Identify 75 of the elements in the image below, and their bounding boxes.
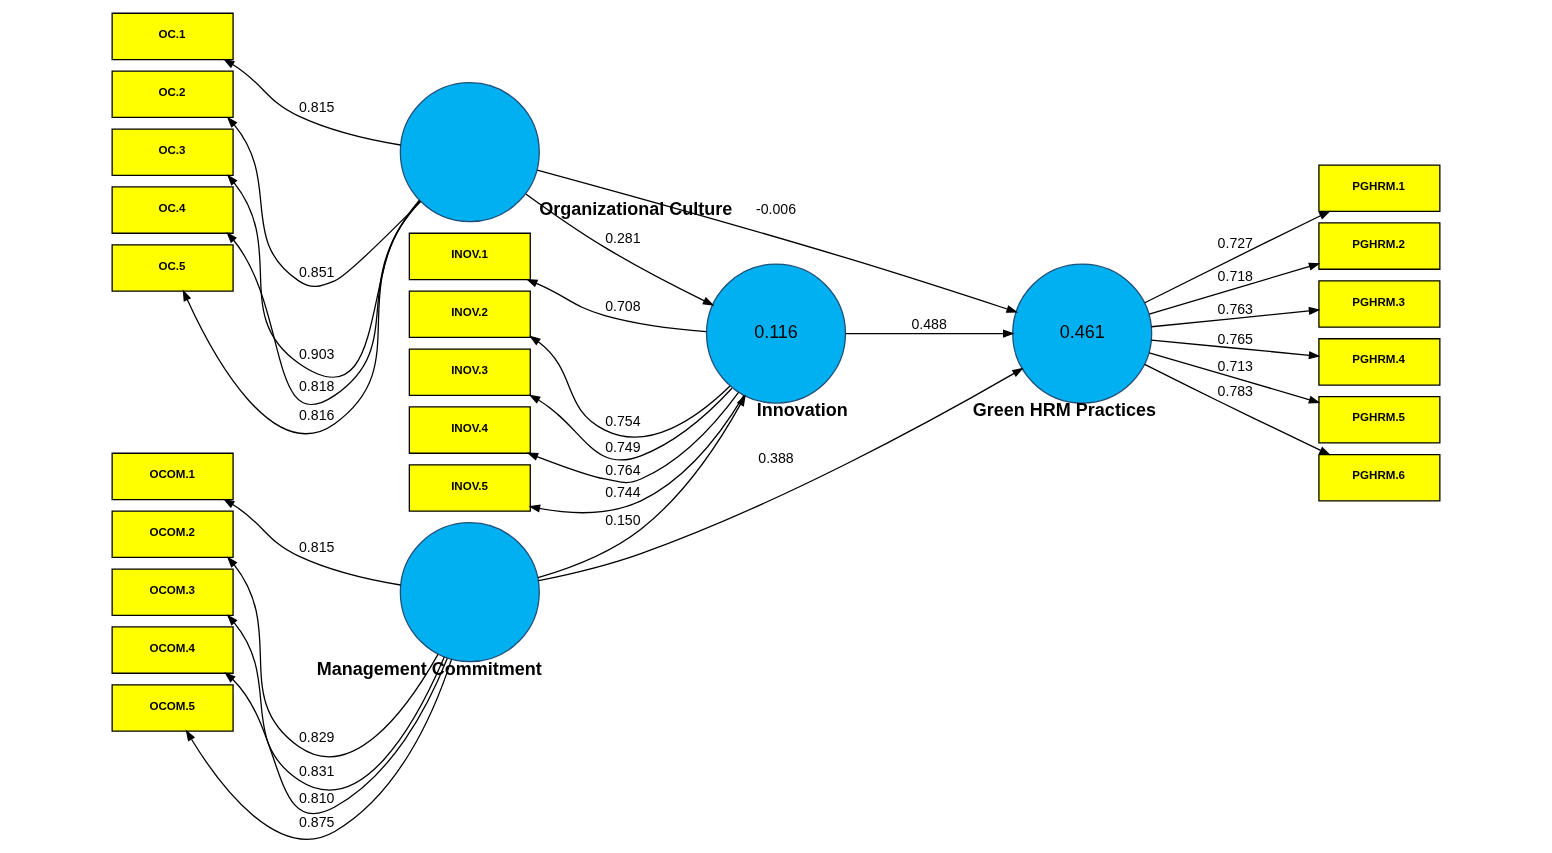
edge-label: 0.810 <box>299 789 335 806</box>
arrow <box>525 278 708 333</box>
node-box: PGHRM.2 <box>1318 222 1441 270</box>
node-box: INOV.3 <box>408 348 531 396</box>
edge-label: 0.713 <box>1217 357 1253 374</box>
node-box: OCOM.2 <box>111 510 234 559</box>
arrow <box>528 394 745 514</box>
edge-label: 0.831 <box>299 762 335 779</box>
arrow <box>226 116 422 288</box>
arrow <box>182 199 420 435</box>
node-box: INOV.1 <box>408 232 531 281</box>
arrow <box>1144 210 1331 304</box>
arrow <box>226 200 421 405</box>
arrow <box>526 391 740 484</box>
edge-label: 0.851 <box>299 263 335 280</box>
edge-label: 0.903 <box>299 346 335 363</box>
node-circle: 0.116 <box>705 263 847 404</box>
arrow <box>226 174 421 378</box>
arrow <box>1144 363 1331 456</box>
edge-label: 0.815 <box>299 99 335 116</box>
arrow <box>538 367 1024 582</box>
edge-label: 0.765 <box>1217 330 1253 347</box>
node-circle <box>399 82 540 223</box>
node-box: OC.2 <box>111 70 234 119</box>
edge-label: 0.281 <box>605 230 641 247</box>
arrow <box>1150 339 1321 360</box>
edge-label: 0.150 <box>605 512 641 529</box>
edge-label: 0.875 <box>299 814 335 831</box>
arrow <box>224 657 448 814</box>
arrow <box>223 498 402 586</box>
node-box: PGHRM.1 <box>1318 164 1441 212</box>
arrow <box>1148 352 1321 404</box>
edge-label: 0.816 <box>299 406 335 423</box>
edge-label: 0.718 <box>1217 267 1253 284</box>
edge-label: 0.488 <box>911 316 947 333</box>
node-box: INOV.4 <box>408 406 531 454</box>
node-box: OC.3 <box>111 128 234 176</box>
edge-label: 0.754 <box>605 412 641 429</box>
node-box: OC.4 <box>111 186 234 234</box>
arrow <box>529 335 731 438</box>
arrow <box>226 556 439 758</box>
arrow <box>537 394 746 579</box>
arrow <box>845 329 1015 338</box>
edge-label: 0.388 <box>758 450 794 467</box>
node-box: INOV.5 <box>408 464 531 512</box>
arrow <box>536 169 1018 313</box>
edge-label: 0.783 <box>1217 383 1253 400</box>
edge-label: 0.763 <box>1217 301 1253 318</box>
edge-label: 0.708 <box>605 298 641 315</box>
node-box: PGHRM.3 <box>1318 280 1441 328</box>
node-box: OC.5 <box>111 244 234 292</box>
arrow <box>185 658 453 840</box>
node-circle <box>399 522 540 663</box>
node-box: OCOM.3 <box>111 568 234 616</box>
edge-label: 0.727 <box>1217 235 1253 252</box>
node-box: OCOM.1 <box>111 452 234 501</box>
edge-label: 0.818 <box>299 378 335 395</box>
node-box: PGHRM.4 <box>1318 338 1441 386</box>
edge-label: 0.744 <box>605 483 641 500</box>
arrow <box>1148 262 1321 315</box>
arrow <box>226 614 446 791</box>
arrow <box>1150 306 1321 328</box>
node-box: OCOM.5 <box>111 684 234 732</box>
node-box: PGHRM.5 <box>1318 396 1441 444</box>
node-box: OCOM.4 <box>111 626 234 674</box>
edge-label: -0.006 <box>755 200 797 217</box>
edge-label: 0.749 <box>605 438 641 455</box>
arrow <box>528 387 733 461</box>
node-box: INOV.2 <box>408 290 531 339</box>
edge-label: 0.764 <box>605 461 641 478</box>
arrow <box>223 58 402 146</box>
edge-label: 0.815 <box>299 539 335 556</box>
node-box: PGHRM.6 <box>1318 453 1441 502</box>
edge-label: 0.829 <box>299 729 335 746</box>
node-box: OC.1 <box>111 12 234 61</box>
